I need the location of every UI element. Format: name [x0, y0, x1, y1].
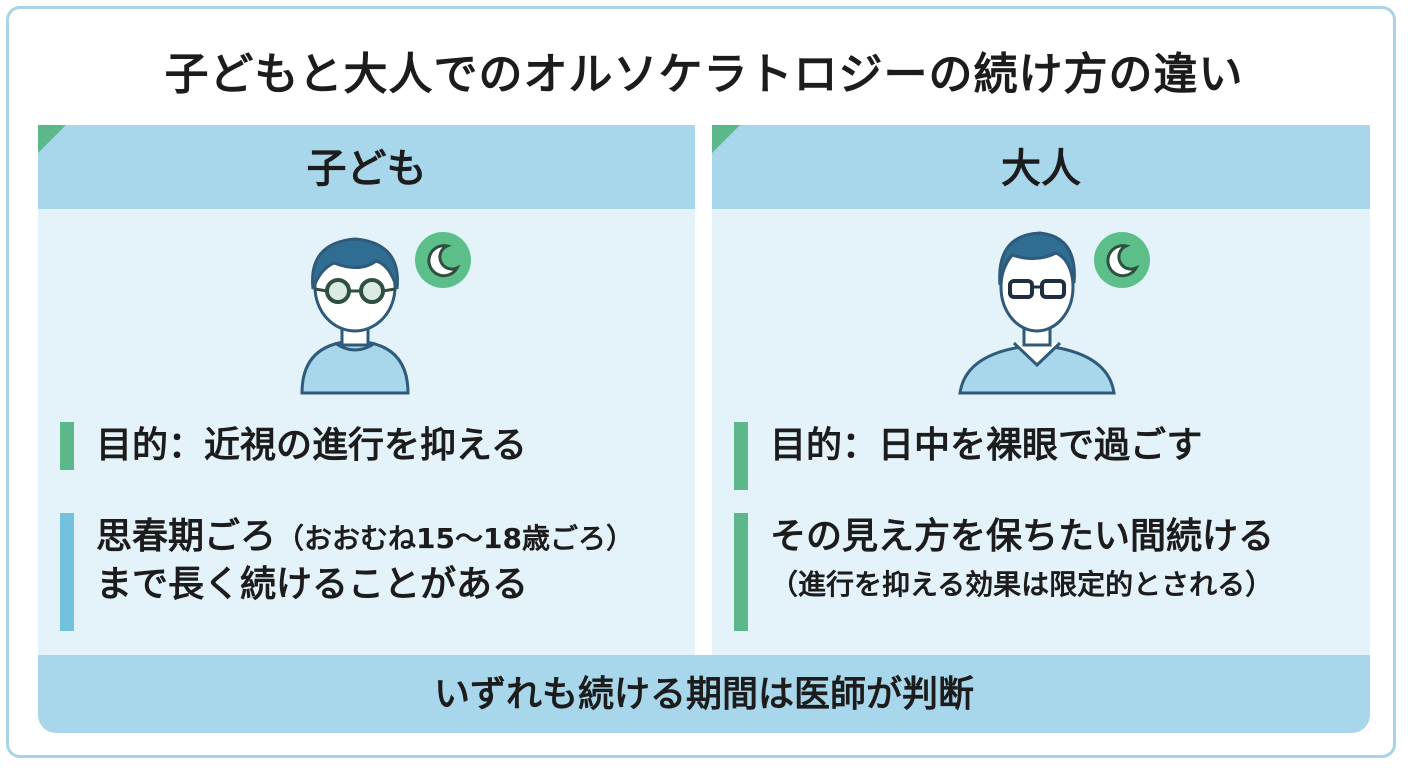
- moon-icon: [1094, 232, 1150, 288]
- adult-with-glasses-icon: [952, 225, 1122, 399]
- footer-note: いずれも続ける期間は医師が判断: [38, 655, 1370, 733]
- child-duration-age-note: （おおむね15〜18歳ごろ）: [276, 522, 634, 555]
- green-bar: [734, 422, 748, 490]
- adult-duration-line1: その見え方を保ちたい間続ける: [770, 516, 1275, 557]
- child-panel-heading: 子ども: [38, 125, 695, 209]
- child-duration-line1: 思春期ごろ（おおむね15〜18歳ごろ）: [96, 516, 634, 557]
- green-bar: [734, 513, 748, 631]
- child-purpose-text: 目的：近視の進行を抑える: [96, 425, 527, 466]
- green-bar: [60, 422, 74, 470]
- child-with-glasses-icon: [290, 225, 420, 399]
- blue-bar: [60, 513, 74, 631]
- adult-duration-note: （進行を抑える効果は限定的とされる）: [770, 568, 1274, 601]
- moon-icon: [415, 232, 471, 288]
- child-duration-line2: まで長く続けることがある: [96, 564, 529, 605]
- child-panel: 子ども 目的：近視の進行を抑える 思春期ごろ（おおむね: [38, 125, 695, 655]
- adult-purpose-text: 目的：日中を裸眼で過ごす: [770, 425, 1203, 466]
- corner-accent: [38, 125, 66, 153]
- page-title: 子どもと大人でのオルソケラトロジーの続け方の違い: [164, 49, 1244, 100]
- adult-panel-heading: 大人: [712, 125, 1370, 209]
- corner-accent: [712, 125, 740, 153]
- adult-panel: 大人 目的：日中を裸眼で過ごす その見え方を保ちたい間続ける: [712, 125, 1370, 655]
